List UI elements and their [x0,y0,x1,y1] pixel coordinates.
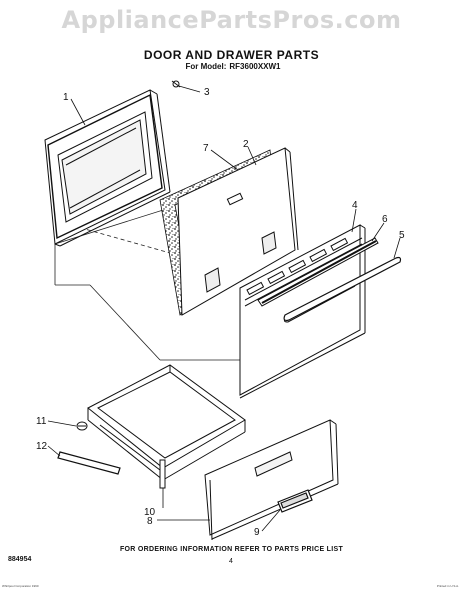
callout-1: 1 [63,92,69,103]
callout-2: 2 [243,139,249,150]
model-label: For Model: [185,62,227,71]
ordering-note: FOR ORDERING INFORMATION REFER TO PARTS … [119,546,344,553]
diagram-title: DOOR AND DRAWER PARTS [143,48,320,62]
document-part-number: 884954 [8,556,32,563]
callout-4: 4 [352,200,358,211]
model-number: RF3600XXW1 [229,62,281,71]
callout-6: 6 [382,214,388,225]
fineprint-left: Whirlpool Corporation 1990 [2,584,39,588]
screw-part-3 [171,80,181,88]
drawer-tray [87,364,246,481]
drawer-rail-part-12 [57,451,121,475]
callout-3: 3 [204,87,210,98]
callout-5: 5 [399,230,405,241]
drawer-front-panel [204,419,339,541]
door-handle-part-5 [283,256,402,322]
door-inner-liner [177,147,299,316]
oven-door-outer-panel [44,89,171,247]
drawer-roller-part-11 [76,421,88,431]
model-line: For Model:RF3600XXW1 [0,62,463,71]
watermark: AppliancePartsPros.com [61,6,402,34]
callout-8: 8 [147,516,153,527]
callout-7: 7 [203,143,209,154]
drawer-post-part-10 [159,459,166,489]
callout-12: 12 [36,441,48,452]
leader-lines [47,85,401,532]
callout-9: 9 [254,527,260,538]
drawer-handle-part-9 [277,489,313,513]
fineprint-right: Printed in U.S.A. [436,584,459,588]
trim-strip-part-6 [257,237,379,307]
page-number: 4 [229,558,233,565]
callout-10: 10 [144,507,156,518]
callout-11: 11 [36,416,47,427]
